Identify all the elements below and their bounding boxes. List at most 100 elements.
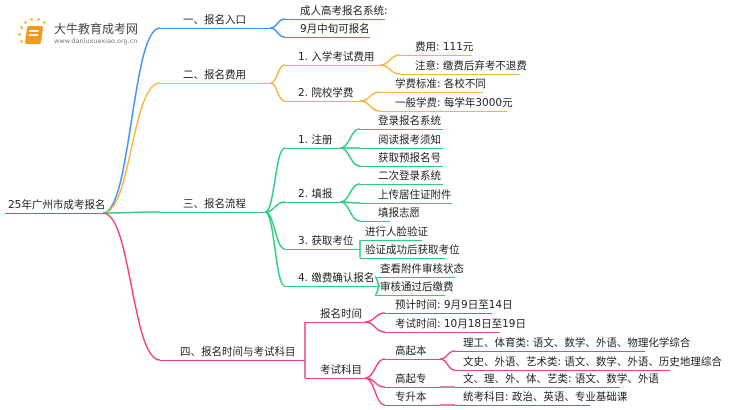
node-label: 三、报名流程 xyxy=(183,198,246,210)
connector-line xyxy=(364,312,386,323)
connector-line xyxy=(364,321,386,333)
mindmap-node: 文、理、外、体、艺类: 语文、数学、外语 xyxy=(455,372,659,388)
node-label: 进行人脸验证 xyxy=(365,226,428,238)
connector-line xyxy=(339,147,361,167)
connector-line xyxy=(379,64,401,75)
connector-line xyxy=(269,82,286,102)
node-label: 二、报名费用 xyxy=(183,69,246,81)
connector-line xyxy=(439,350,456,360)
node-label: 25年广州市成考报名 xyxy=(8,199,106,211)
connector-line xyxy=(264,201,286,213)
node-label: 验证成功后获取考位 xyxy=(365,244,460,256)
connector-line xyxy=(269,64,286,84)
mindmap-node: 登录报名系统 xyxy=(360,114,443,130)
node-label: 学费标准: 各校不同 xyxy=(395,78,486,90)
node-label: 文史、外语、艺术类: 语文、数学、外语、历史地理综合 xyxy=(463,356,722,368)
node-label: 文、理、外、体、艺类: 语文、数学、外语 xyxy=(463,373,659,385)
node-label: 一般学费: 每学年3000元 xyxy=(395,97,513,109)
node-label: 高起专 xyxy=(395,373,427,385)
mindmap-node: 考试科目 xyxy=(305,363,365,379)
mindmap-node: 获取预报名号 xyxy=(360,151,443,167)
node-label: 注意: 缴费后弃考不退费 xyxy=(415,60,527,72)
node-label: 9月中旬可报名 xyxy=(300,23,370,35)
mindmap-node: 3. 获取考位 xyxy=(285,234,360,250)
node-label: 获取预报名号 xyxy=(378,152,441,164)
connector-line xyxy=(102,211,161,214)
mindmap-node: 费用: 111元 xyxy=(400,40,474,56)
mindmap-node: 统考科目: 政治、英语、专业基础课 xyxy=(455,390,627,406)
connector-line xyxy=(264,147,286,213)
mindmap-node: 验证成功后获取考位 xyxy=(360,243,460,259)
mindmap-node: 填报志愿 xyxy=(360,206,420,222)
connector-line xyxy=(364,377,386,406)
node-label: 二次登录系统 xyxy=(378,170,441,182)
mindmap-node: 理工、体育类: 语文、数学、外语、物理化学综合 xyxy=(455,336,690,352)
mindmap-node: 高起专 xyxy=(385,372,440,388)
mindmap-node: 二、报名费用 xyxy=(160,68,270,84)
connector-line xyxy=(264,211,286,250)
node-label: 专升本 xyxy=(395,391,427,403)
mindmap-node: 查看附件审核状态 xyxy=(375,262,464,278)
node-label: 考试科目 xyxy=(320,364,362,376)
node-label: 报名时间 xyxy=(320,308,362,320)
connector-line xyxy=(102,212,161,361)
root-node: 25年广州市成考报名 xyxy=(5,198,106,214)
connector-line xyxy=(339,183,361,203)
node-label: 2. 院校学费 xyxy=(298,87,354,99)
logo-name: 大牛教育成考网 xyxy=(54,22,139,36)
connector-line xyxy=(359,100,381,112)
mindmap-node: 2. 院校学费 xyxy=(285,86,360,102)
mindmap-node: 成人高考报名系统: xyxy=(285,4,388,20)
mindmap-node: 一、报名入口 xyxy=(160,13,270,29)
node-label: 考试时间: 10月18日至19日 xyxy=(395,318,526,330)
mindmap-node: 4. 缴费确认报名 xyxy=(285,271,380,287)
node-label: 2. 填报 xyxy=(298,188,333,200)
connector-line xyxy=(359,91,381,102)
node-label: 填报志愿 xyxy=(378,207,420,219)
connector-line xyxy=(102,82,161,214)
mindmap-node: 审核通过后缴费 xyxy=(375,280,454,296)
mindmap-node: 三、报名流程 xyxy=(160,197,265,213)
connector-line xyxy=(379,54,401,66)
mindmap-node: 上传居住证附件 xyxy=(360,188,452,204)
node-label: 成人高考报名系统: xyxy=(300,5,388,17)
mindmap-node: 1. 注册 xyxy=(285,133,340,149)
mindmap-node: 进行人脸验证 xyxy=(360,225,428,241)
mindmap-node: 一般学费: 每学年3000元 xyxy=(380,96,513,112)
mindmap-node: 9月中旬可报名 xyxy=(285,22,370,38)
node-label: 登录报名系统 xyxy=(378,115,441,127)
node-label: 上传居住证附件 xyxy=(378,189,452,201)
connector-line xyxy=(439,358,456,371)
node-label: 四、报名时间与考试科目 xyxy=(180,346,296,358)
connector-line xyxy=(339,201,361,222)
mindmap-node: 预计时间: 9月9日至14日 xyxy=(385,298,513,314)
node-label: 3. 获取考位 xyxy=(298,235,354,247)
connector-line xyxy=(364,358,386,379)
mindmap-node: 专升本 xyxy=(385,390,440,406)
mindmap-node: 2. 填报 xyxy=(285,187,340,203)
mindmap-node: 注意: 缴费后弃考不退费 xyxy=(400,59,527,75)
mindmap-node: 学费标准: 各校不同 xyxy=(380,77,486,93)
connector-line xyxy=(269,27,286,38)
node-label: 阅读报考须知 xyxy=(378,134,441,146)
mindmap-node: 文史、外语、艺术类: 语文、数学、外语、历史地理综合 xyxy=(455,355,722,371)
node-label: 1. 注册 xyxy=(298,134,333,146)
mindmap-node: 1. 入学考试费用 xyxy=(285,50,380,66)
mindmap-node: 高起本 xyxy=(385,344,440,360)
connector-line xyxy=(269,18,286,29)
node-label: 1. 入学考试费用 xyxy=(298,51,375,63)
connector-line xyxy=(102,27,161,214)
node-label: 高起本 xyxy=(395,345,427,357)
mindmap-node: 报名时间 xyxy=(305,307,365,323)
connector-line xyxy=(264,211,286,287)
node-label: 预计时间: 9月9日至14日 xyxy=(395,299,513,311)
mindmap-node: 阅读报考须知 xyxy=(360,133,443,149)
node-label: 费用: 111元 xyxy=(415,41,474,53)
mindmap-node: 二次登录系统 xyxy=(360,169,443,185)
site-logo: 大牛教育成考网 www.daniuxuexiao.org.cn xyxy=(18,18,138,48)
logo-url: www.daniuxuexiao.org.cn xyxy=(54,37,138,45)
mindmap-node: 考试时间: 10月18日至19日 xyxy=(385,317,526,333)
node-label: 4. 缴费确认报名 xyxy=(298,272,375,284)
node-label: 一、报名入口 xyxy=(183,14,246,26)
